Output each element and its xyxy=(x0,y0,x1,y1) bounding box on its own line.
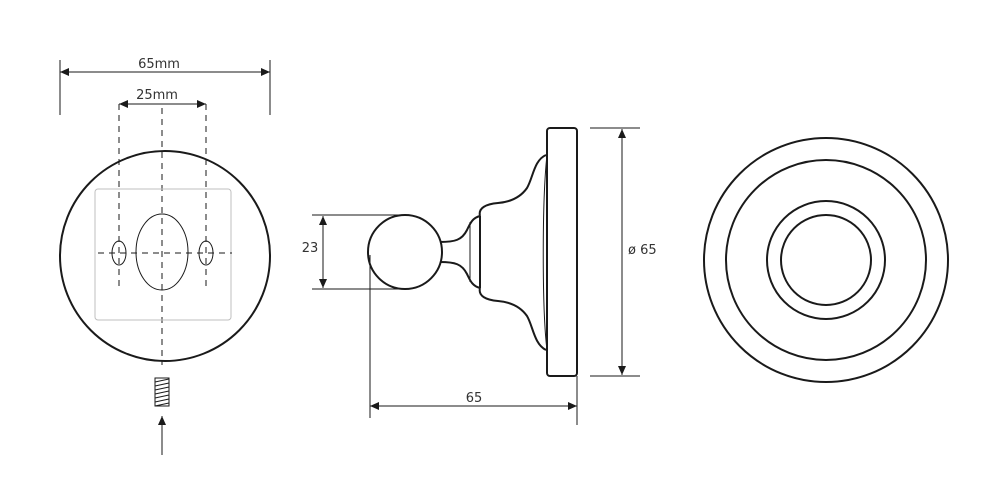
stem-top xyxy=(439,215,481,243)
knob-circle xyxy=(367,214,443,290)
backplate-circle xyxy=(59,150,271,362)
base-plate-inner-edge xyxy=(542,154,548,351)
knob-height-label: 23 xyxy=(302,241,319,256)
knob-front-view xyxy=(703,137,949,383)
stem-bottom xyxy=(439,261,481,289)
outer-ring xyxy=(703,137,949,383)
front-view: 65mm 25mm xyxy=(59,57,271,455)
center-oval-hole xyxy=(135,213,189,291)
width-dimension-label: 65mm xyxy=(138,57,180,72)
diameter-label: ø 65 xyxy=(628,243,657,258)
keyhole-left xyxy=(111,240,127,266)
mounting-plate xyxy=(94,188,232,321)
screw-icon xyxy=(154,377,170,407)
keyhole-right xyxy=(198,240,214,266)
base-plate xyxy=(546,127,578,377)
second-ring xyxy=(725,159,927,361)
hole-spacing-label: 25mm xyxy=(136,88,178,103)
third-ring xyxy=(766,200,886,320)
side-view: 23 65 ø 65 xyxy=(302,127,657,425)
rosette-bottom xyxy=(478,287,547,351)
depth-label: 65 xyxy=(466,391,483,406)
inner-ring xyxy=(780,214,872,306)
rosette-top xyxy=(478,154,547,217)
